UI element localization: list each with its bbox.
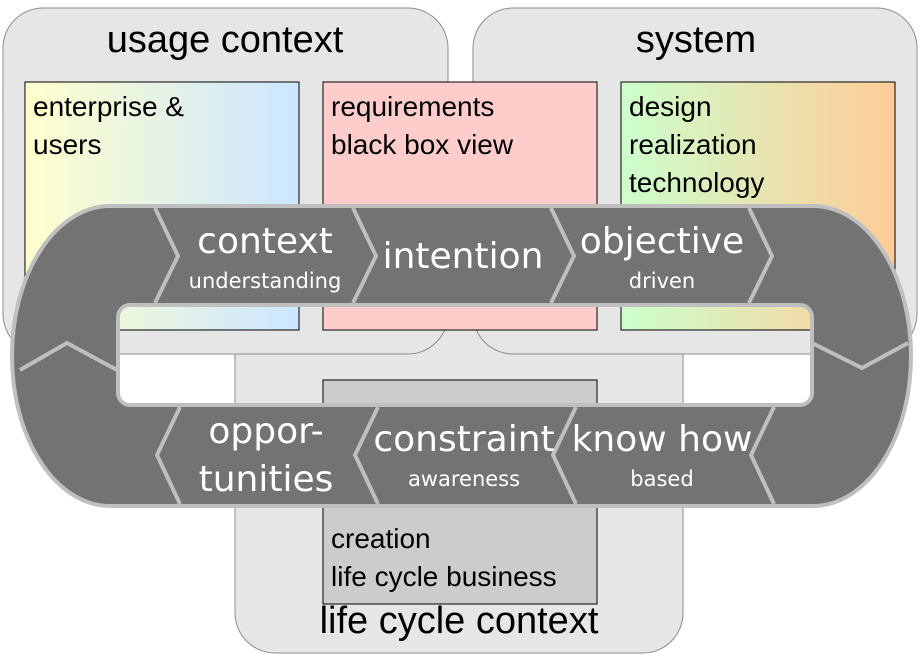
loop-top-context-label: context <box>197 221 333 262</box>
design-label-1: design <box>629 91 712 122</box>
system-title: system <box>636 19 756 61</box>
chevron-separator-bottom-2 <box>352 406 380 505</box>
chevron-separator-top-4 <box>747 207 775 304</box>
loop-bottom-constraint-label: constraint <box>373 419 554 460</box>
loop-top-objective-label: objective <box>580 221 744 262</box>
requirements-label-2: black box view <box>331 129 514 160</box>
requirements-label-1: requirements <box>331 91 494 122</box>
loop-top-objective-sub: driven <box>629 269 695 293</box>
chevron-separator-top-1 <box>153 207 181 304</box>
enterprise-label-2: users <box>33 129 101 160</box>
enterprise-label-1: enterprise & <box>33 91 184 122</box>
chevron-separator-bottom-3 <box>550 406 578 505</box>
loop-bottom-knowhow-label: know how <box>572 419 753 460</box>
chevron-separator-bottom-1 <box>154 406 182 505</box>
chevron-separator-top-3 <box>549 207 577 304</box>
loop-bottom-knowhow-sub: based <box>630 467 693 491</box>
design-label-3: technology <box>629 167 764 198</box>
loop-bottom-constraint-sub: awareness <box>408 467 520 491</box>
creation-label-1: creation <box>331 523 431 554</box>
lifecycle-context-title: life cycle context <box>320 600 599 642</box>
design-label-2: realization <box>629 129 757 160</box>
loop-top-intention-label: intention <box>383 236 544 277</box>
chevron-separator-bottom-4 <box>748 406 776 505</box>
loop-bottom-opportunities-line1: oppor- <box>208 411 323 452</box>
chevron-separator-top-2 <box>351 207 379 304</box>
chevron-separator-left <box>19 340 118 372</box>
loop-top-context-sub: understanding <box>189 269 342 293</box>
chevron-separator-right <box>811 341 909 371</box>
process-loop <box>10 204 913 508</box>
loop-bottom-opportunities-line2: tunities <box>199 459 334 500</box>
usage-context-title: usage context <box>107 19 344 61</box>
creation-label-2: life cycle business <box>331 561 557 592</box>
